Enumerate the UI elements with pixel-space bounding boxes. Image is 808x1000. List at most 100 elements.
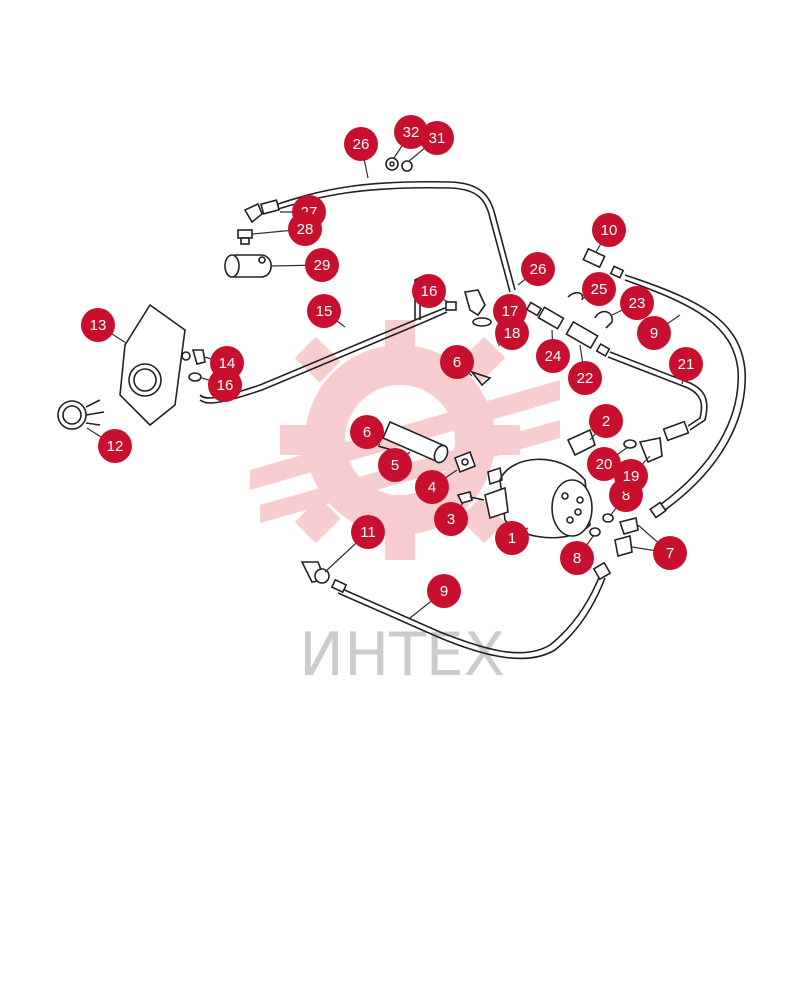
callout-6b: 6 [350,415,384,449]
svg-text:14: 14 [219,355,236,372]
callout-28: 28 [288,212,322,246]
svg-text:4: 4 [428,479,436,496]
svg-text:6: 6 [453,354,461,371]
coupler-24 [525,301,565,330]
svg-text:15: 15 [316,303,333,320]
callout-16b: 16 [208,368,242,402]
gauge-12 [57,399,105,430]
callout-5: 5 [378,448,412,482]
svg-text:8: 8 [573,550,581,567]
callout-15: 15 [307,294,341,328]
elbow-7a [618,517,639,535]
svg-text:21: 21 [678,356,695,373]
bracket-13 [119,303,186,427]
svg-text:2: 2 [602,413,610,430]
sleeve-5 [381,420,449,464]
svg-text:11: 11 [360,524,376,541]
cylinder-29 [224,254,272,278]
plate-4 [453,450,477,474]
svg-text:24: 24 [545,348,562,365]
callout-6a: 6 [440,345,474,379]
svg-text:17: 17 [502,303,519,320]
svg-text:23: 23 [629,295,646,312]
callout-21: 21 [669,347,703,381]
svg-text:6: 6 [363,424,371,441]
oring-8a [602,513,614,523]
svg-text:29: 29 [314,257,331,274]
svg-text:16: 16 [217,377,234,394]
callout-13: 13 [81,308,115,342]
oring-8b [589,527,601,537]
callout-4: 4 [415,470,449,504]
callout-23: 23 [620,286,654,320]
svg-text:28: 28 [297,221,314,238]
callout-26b: 26 [521,252,555,286]
bracket-2 [566,428,596,457]
svg-text:3: 3 [447,511,455,528]
callout-16a: 16 [412,274,446,308]
callout-1: 1 [495,521,529,555]
svg-text:13: 13 [90,317,107,334]
fitting-16a [188,372,202,382]
callout-18: 18 [495,316,529,350]
callout-12: 12 [98,429,132,463]
callout-31: 31 [420,121,454,155]
hose-9b [330,561,612,660]
svg-text:9: 9 [650,325,658,342]
callout-26a: 26 [344,127,378,161]
svg-text:32: 32 [403,124,420,141]
elbow-19 [638,437,663,464]
cap-23 [594,310,613,329]
svg-text:16: 16 [421,283,438,300]
clamp-31 [401,160,413,172]
callout-29: 29 [305,248,339,282]
elbow-14 [181,349,206,365]
hose-9a [624,274,746,519]
callout-2: 2 [589,404,623,438]
clip-6a [469,370,492,387]
svg-text:25: 25 [591,281,608,298]
svg-text:8: 8 [622,487,630,504]
oring-20 [623,439,637,449]
fitting-11 [300,561,330,584]
elbow-7b [614,534,633,558]
callout-20: 20 [587,447,621,481]
watermark-text: ИНТЕХ [299,620,505,690]
svg-text:26: 26 [530,261,547,278]
callout-24: 24 [536,339,570,373]
tube-21 [607,351,708,442]
svg-text:31: 31 [429,130,446,147]
hose-26 [243,180,516,293]
callout-19: 19 [614,459,648,493]
callout-9a: 9 [637,316,671,350]
callout-25: 25 [582,272,616,306]
callouts: 1 2 3 4 5 6 6 7 8 8 9 9 10 11 12 13 14 1… [81,115,703,608]
callout-3: 3 [434,502,468,536]
coupler-22 [565,320,611,358]
svg-text:7: 7 [666,545,674,562]
svg-text:19: 19 [623,468,640,485]
svg-text:1: 1 [508,530,516,547]
pump-1 [484,458,593,539]
svg-text:12: 12 [107,438,124,455]
fitting-28 [237,229,253,245]
svg-text:26: 26 [353,136,370,153]
bolt-3 [456,491,485,504]
callout-9b: 9 [427,574,461,608]
callout-7: 7 [653,536,687,570]
svg-text:18: 18 [504,325,521,342]
fitting-10 [582,247,625,279]
svg-text:22: 22 [577,370,594,387]
washer-32 [385,157,399,171]
callout-22: 22 [568,361,602,395]
svg-text:20: 20 [596,456,613,473]
callout-11: 11 [351,515,385,549]
callout-32: 32 [394,115,428,149]
svg-text:9: 9 [440,583,448,600]
svg-text:10: 10 [601,222,618,239]
watermark-logo [250,320,560,560]
svg-text:5: 5 [391,457,399,474]
callout-10: 10 [592,213,626,247]
cap-25 [567,291,584,301]
